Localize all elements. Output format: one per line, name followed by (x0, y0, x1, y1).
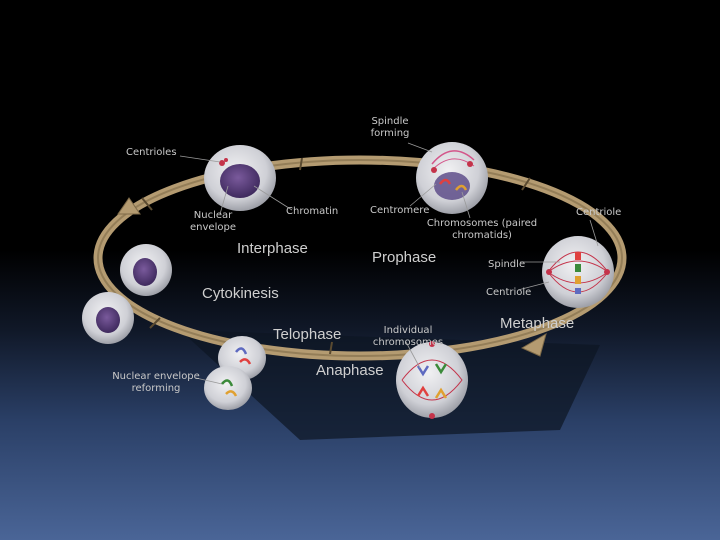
arrowhead-right (520, 332, 547, 357)
anaphase-cell (396, 341, 468, 419)
leader-lines (179, 142, 599, 385)
spindle-forming-label: Spindle forming (368, 116, 412, 140)
chromosomes-paired-line1: Chromosomes (paired (426, 218, 538, 229)
nuclear-envelope-label: Nuclear envelope (186, 210, 240, 234)
centriole-mid-label: Centriole (486, 287, 532, 298)
phase-anaphase: Anaphase (316, 362, 384, 379)
spindle-label: Spindle (488, 259, 526, 270)
telophase-cells (204, 336, 266, 410)
nuclear-envelope-reforming-line2: reforming (131, 383, 181, 394)
phase-prophase: Prophase (372, 249, 437, 266)
interphase-cell (204, 145, 276, 211)
spindle-forming-line1: Spindle (371, 116, 409, 127)
centromere-label: Centromere (370, 205, 430, 216)
nuclear-envelope-line1: Nuclear (193, 210, 233, 221)
phase-metaphase: Metaphase (500, 315, 575, 332)
centrioles-label: Centrioles (126, 147, 177, 158)
chromosomes-paired-label: Chromosomes (paired chromatids) (424, 218, 540, 242)
nuclear-envelope-line2: envelope (190, 222, 236, 233)
prophase-cell (416, 142, 488, 214)
phase-telophase: Telophase (273, 326, 342, 343)
phase-interphase: Interphase (237, 240, 308, 257)
chromosomes-paired-line2: chromatids) (452, 230, 512, 241)
individual-chromosomes-label: Individual chromosomes (372, 325, 444, 349)
individual-chromosomes-line1: Individual (383, 325, 433, 336)
nuclear-envelope-reforming-label: Nuclear envelope reforming (110, 371, 202, 395)
arrowhead-left (117, 197, 141, 215)
chromatin-label: Chromatin (286, 206, 339, 217)
cytokinesis-cells (82, 244, 172, 344)
individual-chromosomes-line2: chromosomes (372, 337, 444, 348)
floor-shadow (180, 330, 600, 440)
metaphase-cell (542, 236, 614, 308)
phase-cytokinesis: Cytokinesis (202, 285, 279, 302)
spindle-forming-line2: forming (370, 128, 410, 139)
nuclear-envelope-reforming-line1: Nuclear envelope (112, 371, 200, 382)
centriole-top-label: Centriole (576, 207, 622, 218)
